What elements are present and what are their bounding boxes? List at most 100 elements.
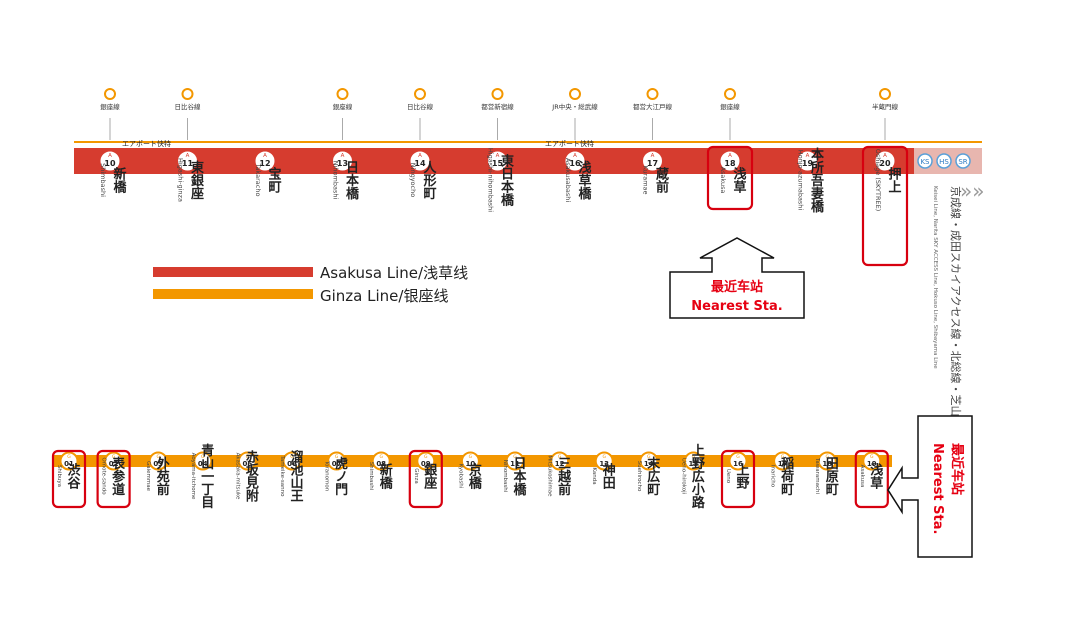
station-code: 15 <box>492 159 504 168</box>
line-letter: G <box>379 454 383 460</box>
station-name-ja: 青山一丁目 <box>198 443 214 510</box>
station-name-ja: 溜池山王 <box>288 449 304 502</box>
station-number-badge-icon <box>416 451 436 471</box>
transfer-line-icon <box>646 88 659 100</box>
station-name-ja: 外苑前 <box>154 456 171 497</box>
station-code: 07 <box>332 460 342 468</box>
nearest-station-highlight <box>706 145 754 211</box>
station-number-badge-icon <box>728 451 748 471</box>
station-code: 13 <box>599 460 609 468</box>
station-name-en: Oshiage (SKYTREE) <box>874 149 882 212</box>
station-name-en: Nihombashi <box>332 161 340 200</box>
station-number-badge-icon <box>104 451 124 471</box>
line-letter: G <box>424 454 428 460</box>
station-number-badge-icon <box>639 451 659 471</box>
nearest-station-highlight <box>854 449 889 509</box>
station-name-ja: 新橋 <box>111 166 127 194</box>
transfer-line-icon <box>336 88 349 100</box>
station-code: 10 <box>104 159 116 168</box>
sr-badge-label: SR <box>958 158 967 166</box>
line-letter: A <box>496 153 500 159</box>
station-number-badge-icon <box>563 149 587 173</box>
transfer-line-label: 銀座線 <box>333 102 353 111</box>
line-letter: A <box>728 153 732 159</box>
hs-badge-label: HS <box>939 158 949 166</box>
station-number-badge-icon <box>59 451 79 471</box>
continuation-text-en: Keisei Line, Narita SKY ACCESS Line, Hok… <box>932 186 938 369</box>
station-name-ja: 東日本橋 <box>498 153 514 207</box>
station-number-badge-icon <box>98 149 122 173</box>
line-letter: G <box>335 454 339 460</box>
station-code: 19 <box>802 159 814 168</box>
station-name-en: Inaricho <box>770 465 776 488</box>
legend-swatch-ginza <box>153 289 313 299</box>
station-name-ja: 蔵前 <box>653 166 669 194</box>
line-letter: G <box>692 454 696 460</box>
transfer-line-icon <box>181 88 194 100</box>
station-code: 04 <box>198 460 208 468</box>
line-letter: A <box>651 153 655 159</box>
line-letter: A <box>263 153 267 159</box>
continuation-arrow-icon: »» <box>960 179 984 203</box>
station-code: 18 <box>724 159 736 168</box>
station-name-ja: 浅草 <box>867 462 883 490</box>
transfer-line-icon <box>491 88 504 100</box>
airport-express-label: エアポート快特 <box>122 139 171 148</box>
transfer-line-icon <box>104 88 116 100</box>
transfer-line-label: 銀座線 <box>100 102 120 111</box>
station-name-en: Honjo-azumabashi <box>797 150 805 211</box>
line-letter: G <box>156 454 160 460</box>
line-letter: G <box>469 454 473 460</box>
station-code: 03 <box>153 460 163 468</box>
line-letter: A <box>883 153 887 159</box>
callout-arrow-up-icon <box>669 237 805 319</box>
station-name-ja: 日本橋 <box>343 161 359 201</box>
station-name-ja: 三越前 <box>555 457 572 497</box>
station-code: 15 <box>689 460 699 468</box>
station-code: 12 <box>259 159 270 168</box>
station-name-en: Ueno <box>725 469 731 484</box>
station-name-ja: 神田 <box>600 462 616 490</box>
station-name-ja: 稲荷町 <box>778 456 795 497</box>
station-name-ja: 末広町 <box>644 456 661 497</box>
line-letter: G <box>201 454 205 460</box>
line-letter: G <box>602 454 606 460</box>
callout-label-en: Nearest Sta. <box>691 299 782 314</box>
station-name-en: Shimbashi <box>99 163 107 197</box>
station-name-en: Takaracho <box>254 163 262 197</box>
station-name-en: Aoyama-itchome <box>190 453 196 500</box>
station-code: 09 <box>421 460 431 468</box>
station-number-badge-icon <box>193 451 213 471</box>
station-number-badge-icon <box>796 149 819 173</box>
